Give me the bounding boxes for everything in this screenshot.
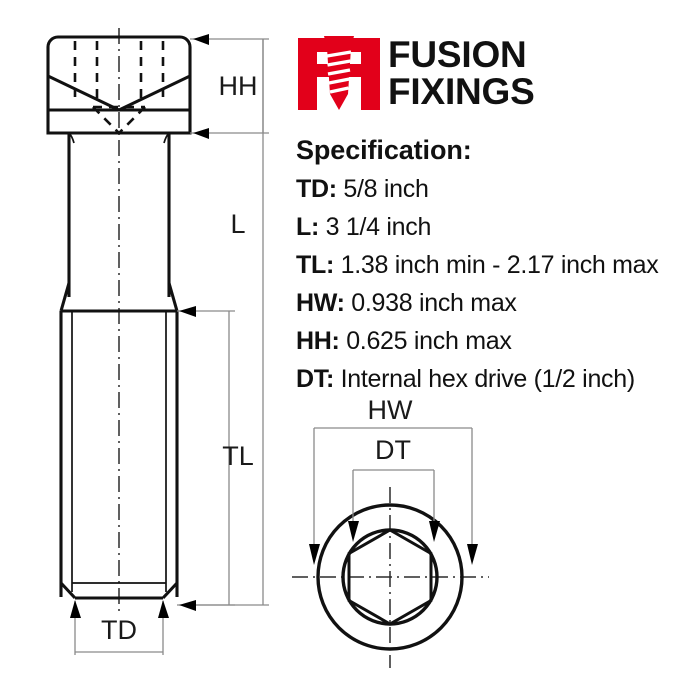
- dt-arrow-left: [348, 521, 359, 542]
- shank-fillet-left: [68, 132, 75, 144]
- head-outer-circle: [316, 503, 464, 651]
- tl-arrow-top: [179, 306, 196, 317]
- fusion-fixings-screw-logo-icon: [298, 36, 380, 110]
- spec-row-tl: TL: 1.38 inch min - 2.17 inch max: [296, 251, 694, 280]
- spec-key-dt: DT:: [296, 365, 334, 393]
- spec-value-hh: 0.625 inch max: [346, 327, 512, 355]
- td-label: TD: [101, 615, 137, 645]
- specification-panel: FUSION FIXINGS Specification: TD: 5/8 in…: [296, 30, 694, 394]
- spec-row-hh: HH: 0.625 inch max: [296, 327, 694, 356]
- thread-runout-left: [59, 282, 71, 312]
- hex-socket-shape: [347, 528, 433, 626]
- tl-label: TL: [222, 441, 254, 471]
- spec-key-l: L:: [296, 213, 319, 241]
- dt-label: DT: [375, 435, 411, 465]
- thread-runout-right: [167, 282, 179, 312]
- spec-key-tl: TL:: [296, 251, 334, 279]
- hh-arrow-top: [193, 34, 209, 45]
- hh-label: HH: [219, 71, 258, 101]
- socket-chamfer-left: [47, 74, 120, 112]
- spec-row-dt: DT: Internal hex drive (1/2 inch): [296, 365, 694, 394]
- spec-row-l: L: 3 1/4 inch: [296, 213, 694, 242]
- hw-arrow-right: [467, 544, 478, 565]
- tl-arrow-bottom: [179, 600, 196, 611]
- spec-key-td: TD:: [296, 175, 337, 203]
- socket-chamfer-right: [118, 74, 191, 112]
- hh-arrow-bottom: [193, 128, 209, 139]
- spec-value-l: 3 1/4 inch: [325, 213, 432, 241]
- hw-arrow-left: [309, 544, 320, 565]
- bolt-tip-chamfer-right: [161, 581, 179, 600]
- bolt-head-outline: [46, 35, 192, 135]
- spec-key-hh: HH:: [296, 327, 340, 355]
- dt-arrow-right: [429, 521, 440, 542]
- l-label: L: [230, 209, 245, 239]
- socket-bottom-hidden-right: [118, 106, 146, 134]
- brand-header: FUSION FIXINGS: [296, 30, 694, 118]
- spec-key-hw: HW:: [296, 289, 345, 317]
- td-arrow-left: [70, 600, 81, 618]
- hw-label: HW: [368, 395, 413, 425]
- specification-title: Specification:: [296, 135, 472, 165]
- spec-row-hw: HW: 0.938 inch max: [296, 289, 694, 318]
- brand-wordmark: FUSION FIXINGS: [388, 37, 535, 110]
- brand-line-1: FUSION: [388, 34, 527, 76]
- socket-bottom-hidden-left: [92, 106, 120, 134]
- spec-value-tl: 1.38 inch min - 2.17 inch max: [340, 251, 659, 279]
- shank-fillet-right: [163, 132, 170, 144]
- spec-row-td: TD: 5/8 inch: [296, 175, 694, 204]
- td-arrow-right: [158, 600, 169, 618]
- spec-value-hw: 0.938 inch max: [351, 289, 517, 317]
- spec-value-td: 5/8 inch: [343, 175, 429, 203]
- bolt-tip-chamfer-left: [59, 581, 77, 600]
- brand-line-2: FIXINGS: [388, 71, 535, 112]
- spec-value-dt: Internal hex drive (1/2 inch): [340, 365, 636, 393]
- specification-list: TD: 5/8 inch L: 3 1/4 inch TL: 1.38 inch…: [296, 175, 694, 394]
